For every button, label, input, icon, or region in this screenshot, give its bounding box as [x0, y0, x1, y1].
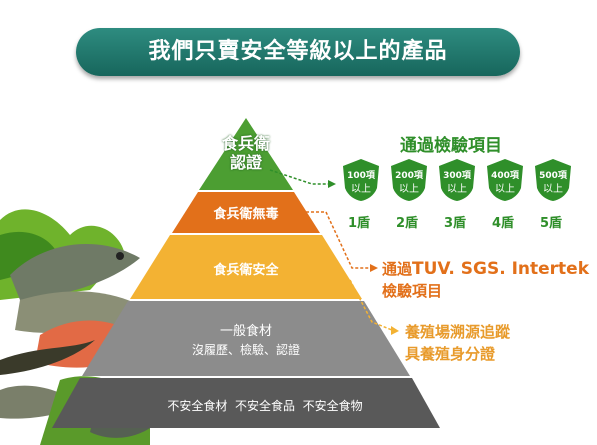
eel — [0, 340, 95, 375]
shield-bottom-text: 以上 — [495, 184, 515, 195]
pyramid-tier2-label: 食兵衛無毒 — [213, 207, 279, 222]
page-title-banner: 我們只賣安全等級以上的產品 — [76, 28, 520, 76]
shield-200: 200項 以上 — [390, 158, 428, 202]
shield-caption-4: 4盾 — [492, 216, 515, 231]
pyramid-tier-3 — [130, 235, 362, 299]
pyramid-tier-5 — [52, 378, 440, 428]
pyramid-tier5-label: 不安全食材 不安全食品 不安全食物 — [167, 399, 363, 413]
tuv-orgs: TUV. SGS. Intertek — [412, 259, 590, 279]
shield-caption-3: 3盾 — [444, 216, 467, 231]
tuv-line2: 檢驗項目 — [382, 282, 443, 300]
shield-bottom-text: 以上 — [399, 184, 419, 195]
traceability-text: 養殖場溯源追蹤 具養殖身分證 — [405, 321, 510, 365]
tuv-prefix: 通過 — [382, 260, 413, 278]
trace-line2: 具養殖身分證 — [405, 345, 496, 363]
lettuce-leaf-dark — [0, 231, 60, 280]
pyramid-tier-top — [199, 118, 293, 190]
pyramid-top-line2: 認證 — [229, 153, 262, 172]
shield-bottom-text: 以上 — [543, 184, 563, 195]
fish-body — [10, 243, 140, 300]
shield-400: 400項 以上 — [486, 158, 524, 202]
inspection-title: 通過檢驗項目 — [400, 136, 502, 156]
pyramid-top-line1: 食兵衛 — [221, 134, 270, 153]
shield-500: 500項 以上 — [534, 158, 572, 202]
shield-caption-2: 2盾 — [396, 216, 419, 231]
pyramid-tier4-line2: 沒履歷、檢驗、認證 — [191, 343, 300, 357]
arrow-tier3-to-trace — [349, 279, 393, 331]
pyramid-tier4-label: 一般食材 沒履歷、檢驗、認證 — [170, 320, 322, 358]
arrow-tier2-to-tuv — [306, 211, 370, 269]
shield-top-text: 300項 — [443, 171, 471, 181]
shield-top-text: 500項 — [539, 171, 567, 181]
trace-line1: 養殖場溯源追蹤 — [405, 323, 511, 341]
pyramid-tier4-line1: 一般食材 — [219, 324, 272, 339]
shield-icon — [439, 159, 475, 201]
tuv-inspection-text: 通過TUV. SGS. Intertek 檢驗項目 — [382, 258, 589, 302]
shield-top-text: 100項 — [347, 171, 375, 181]
shield-bottom-text: 以上 — [447, 184, 467, 195]
shield-top-text: 200項 — [395, 171, 423, 181]
shield-icon — [343, 159, 379, 201]
pyramid-tier3-label: 食兵衛安全 — [213, 263, 279, 278]
shield-icon — [487, 159, 523, 201]
shield-icon — [535, 159, 571, 201]
shield-caption-5: 5盾 — [540, 216, 563, 231]
shield-top-text: 400項 — [491, 171, 519, 181]
shield-icon — [391, 159, 427, 201]
pyramid-tier-2 — [172, 192, 320, 233]
page-title: 我們只賣安全等級以上的產品 — [148, 39, 448, 64]
shield-100: 100項 以上 — [342, 158, 380, 202]
shield-caption-1: 1盾 — [348, 216, 371, 231]
pyramid-tier-4 — [82, 301, 410, 376]
shield-bottom-text: 以上 — [351, 184, 371, 195]
pyramid-top-label: 食兵衛 認證 — [216, 134, 276, 172]
shield-300: 300項 以上 — [438, 158, 476, 202]
